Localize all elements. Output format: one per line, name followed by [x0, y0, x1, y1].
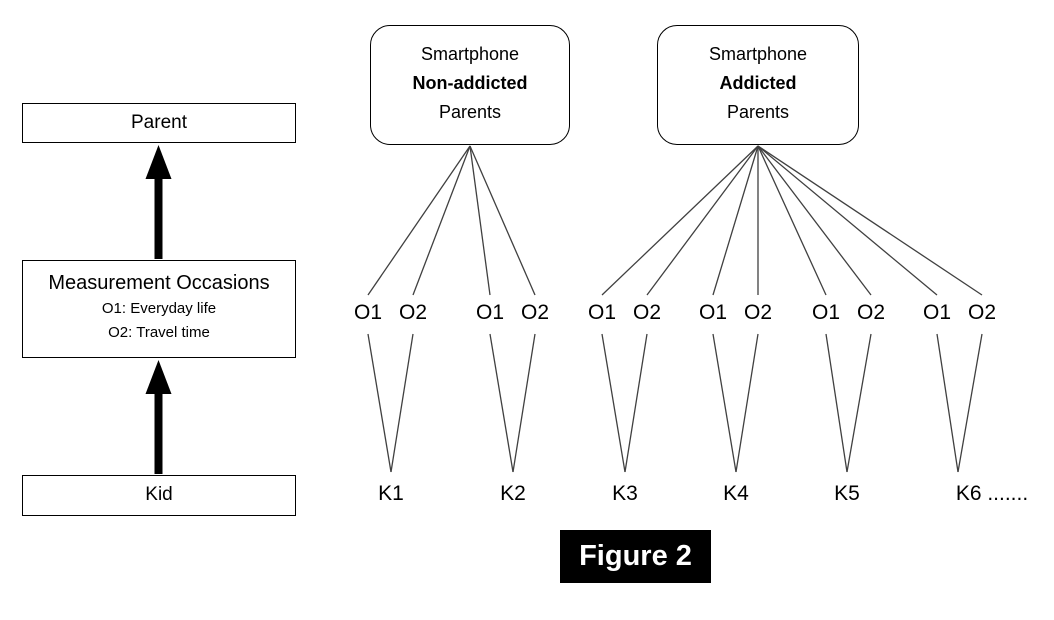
occasion-label: O1 — [587, 301, 617, 324]
occasion-label: O2 — [856, 301, 886, 324]
occasion-1-definition: O1: Everyday life — [101, 300, 217, 317]
occasion-label: O2 — [632, 301, 662, 324]
occasion-label: O2 — [520, 301, 550, 324]
occasion-label: O2 — [398, 301, 428, 324]
occasion-label: O1 — [698, 301, 728, 324]
occasion-label: O1 — [922, 301, 952, 324]
addicted-parents-box: Smartphone Addicted Parents — [657, 25, 859, 145]
kid-label-k2: K2 — [500, 482, 526, 505]
kid-label-k4: K4 — [723, 482, 749, 505]
group-box-line: Smartphone — [708, 44, 808, 64]
occasion-label: O1 — [811, 301, 841, 324]
occasion-label: O1 — [475, 301, 505, 324]
group-box-line-bold: Addicted — [719, 73, 797, 93]
figure-caption: Figure 2 — [560, 530, 711, 583]
group-box-line: Parents — [726, 102, 790, 122]
arrow-measurement-to-parent — [145, 145, 172, 259]
group-box-line: Parents — [438, 102, 502, 122]
group-box-line-bold: Non-addicted — [412, 73, 528, 93]
occasion-label: O2 — [743, 301, 773, 324]
kid-label-k1: K1 — [378, 482, 404, 505]
measurement-occasions-title: Measurement Occasions — [48, 272, 270, 294]
kid-label-k5: K5 — [834, 482, 860, 505]
measurement-occasions-box: Measurement Occasions O1: Everyday life … — [22, 260, 296, 358]
occasion-label: O1 — [353, 301, 383, 324]
kid-label-k3: K3 — [612, 482, 638, 505]
arrow-kid-to-measurement — [145, 360, 172, 474]
kid-label-k6: K6 ....... — [955, 482, 1029, 505]
non-addicted-parents-box: Smartphone Non-addicted Parents — [370, 25, 570, 145]
group-box-line: Smartphone — [420, 44, 520, 64]
parent-box: Parent — [22, 103, 296, 143]
occasion-2-definition: O2: Travel time — [108, 324, 210, 341]
occasion-label: O2 — [967, 301, 997, 324]
kid-box: Kid — [22, 475, 296, 516]
